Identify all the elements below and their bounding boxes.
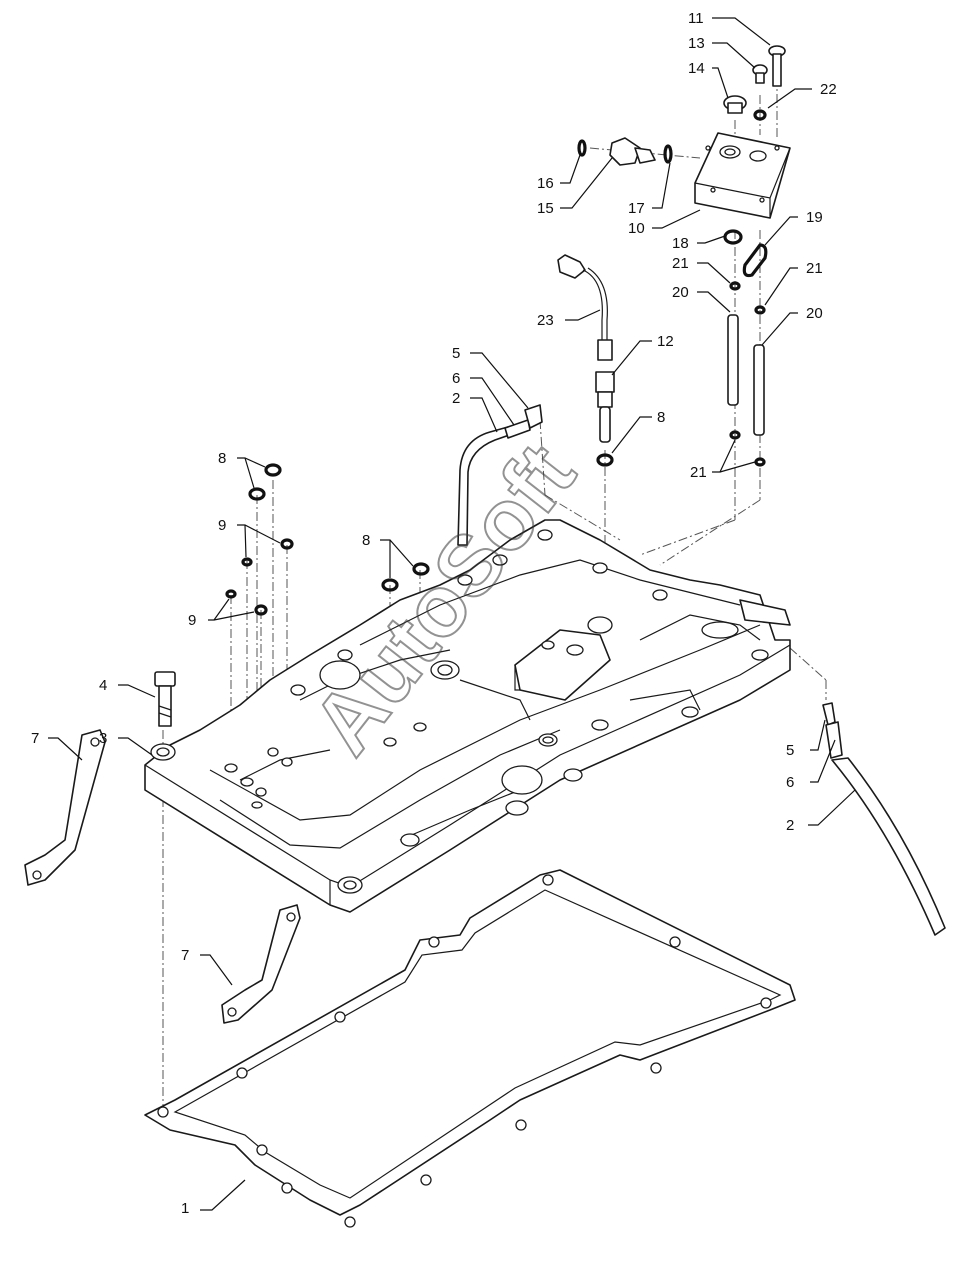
- callout-labels: 11 13 14 22 16 15 17 10 18 19 21 21 20 2…: [31, 10, 837, 1217]
- hose-upper: [457, 404, 543, 546]
- valve-body-plate: [144, 519, 791, 913]
- callout-20-b: 20: [806, 305, 823, 322]
- callout-19: 19: [806, 209, 823, 226]
- callout-14: 14: [688, 60, 705, 77]
- callout-9-a: 9: [218, 517, 226, 534]
- callout-2-a: 2: [452, 390, 460, 407]
- callout-21-a: 21: [672, 255, 689, 272]
- callout-5-a: 5: [452, 345, 460, 362]
- pressure-switch-15: [577, 137, 673, 166]
- callout-7-a: 7: [31, 730, 39, 747]
- callout-8-c: 8: [362, 532, 370, 549]
- gasket: [144, 869, 796, 1228]
- callout-12: 12: [657, 333, 674, 350]
- valve-block-10: [694, 132, 791, 219]
- callout-2-b: 2: [786, 817, 794, 834]
- bolt-11: [768, 45, 786, 87]
- bolt-4: [154, 671, 176, 727]
- callout-7-b: 7: [181, 947, 189, 964]
- plug-13: [752, 64, 768, 84]
- callout-4: 4: [99, 677, 107, 694]
- callout-21-c: 21: [690, 464, 707, 481]
- callout-1: 1: [181, 1200, 189, 1217]
- callout-23: 23: [537, 312, 554, 329]
- callout-6-b: 6: [786, 774, 794, 791]
- callout-10: 10: [628, 220, 645, 237]
- callout-5-b: 5: [786, 742, 794, 759]
- callout-18: 18: [672, 235, 689, 252]
- callout-8-a: 8: [657, 409, 665, 426]
- callout-11: 11: [688, 10, 704, 27]
- plug-14: [723, 95, 747, 114]
- temperature-sensor-12: [557, 254, 615, 443]
- callout-3: 3: [99, 730, 107, 747]
- tube-20-right: [753, 344, 765, 436]
- o-ring-19: [742, 243, 768, 278]
- leader-lines: [48, 17, 856, 1211]
- bracket-left: [24, 729, 106, 886]
- tube-20-left: [727, 314, 739, 406]
- callout-21-b: 21: [806, 260, 823, 277]
- callout-22: 22: [820, 81, 837, 98]
- callout-20-a: 20: [672, 284, 689, 301]
- callout-17: 17: [628, 200, 645, 217]
- callout-6-a: 6: [452, 370, 460, 387]
- hose-right: [822, 702, 946, 936]
- callout-16: 16: [537, 175, 554, 192]
- callout-13: 13: [688, 35, 705, 52]
- callout-8-b: 8: [218, 450, 226, 467]
- bracket-lower: [221, 904, 301, 1024]
- o-rings: [225, 109, 767, 616]
- callout-15: 15: [537, 200, 554, 217]
- callout-9-b: 9: [188, 612, 196, 629]
